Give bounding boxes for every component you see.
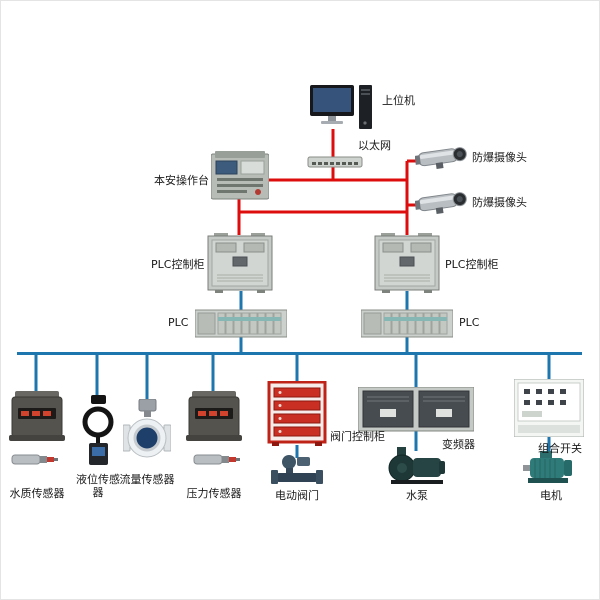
plc-left-label: PLC <box>168 316 189 329</box>
motor-label: 电机 <box>540 489 562 502</box>
level-sensor-label: 液位传感器 <box>76 473 120 499</box>
plc-cabinet-right-icon <box>374 233 441 293</box>
host-pc-label: 上位机 <box>382 94 415 107</box>
electric-valve-label: 电动阀门 <box>275 489 319 502</box>
pressure-sensor-label: 压力传感器 <box>186 487 242 500</box>
camera-2-label: 防爆摄像头 <box>472 196 527 209</box>
host-pc-icon <box>304 85 376 133</box>
water-quality-probe-icon <box>11 451 59 467</box>
pressure-sensor-icon <box>186 389 242 443</box>
flow-sensor-icon <box>123 399 171 461</box>
valve-control-cabinet-icon <box>266 381 328 447</box>
safety-console-icon <box>211 151 269 201</box>
water-quality-sensor-label: 水质传感器 <box>9 487 65 500</box>
plc-cabinet-left-icon <box>207 233 274 293</box>
pressure-probe-icon <box>193 451 241 467</box>
electric-valve-icon <box>271 453 323 485</box>
combination-switch-icon <box>514 379 584 437</box>
explosion-proof-camera-icon <box>415 143 471 171</box>
plc-cabinet-right-label: PLC控制柜 <box>445 258 499 271</box>
water-quality-sensor-icon <box>9 389 65 443</box>
level-sensor-icon <box>77 395 121 467</box>
vfd-label: 变频器 <box>442 438 475 451</box>
plc-cabinet-left-label: PLC控制柜 <box>151 258 205 271</box>
explosion-proof-camera-icon <box>415 188 471 216</box>
plc-right-icon <box>361 308 453 339</box>
plc-left-icon <box>195 308 287 339</box>
safety-console-label: 本安操作台 <box>154 174 209 187</box>
ethernet-switch-icon <box>307 155 363 169</box>
plc-right-label: PLC <box>459 316 480 329</box>
water-pump-label: 水泵 <box>406 489 428 502</box>
motor-icon <box>521 451 577 485</box>
vfd-icon <box>358 387 474 432</box>
combination-switch-label: 组合开关 <box>538 442 582 455</box>
water-pump-icon <box>385 447 447 485</box>
field-lines <box>17 291 582 458</box>
camera-1-label: 防爆摄像头 <box>472 151 527 164</box>
valve-control-cabinet-label: 阀门控制柜 <box>330 430 385 443</box>
ethernet-label: 以太网 <box>358 139 391 152</box>
flow-sensor-label: 流量传感器 <box>119 473 175 486</box>
